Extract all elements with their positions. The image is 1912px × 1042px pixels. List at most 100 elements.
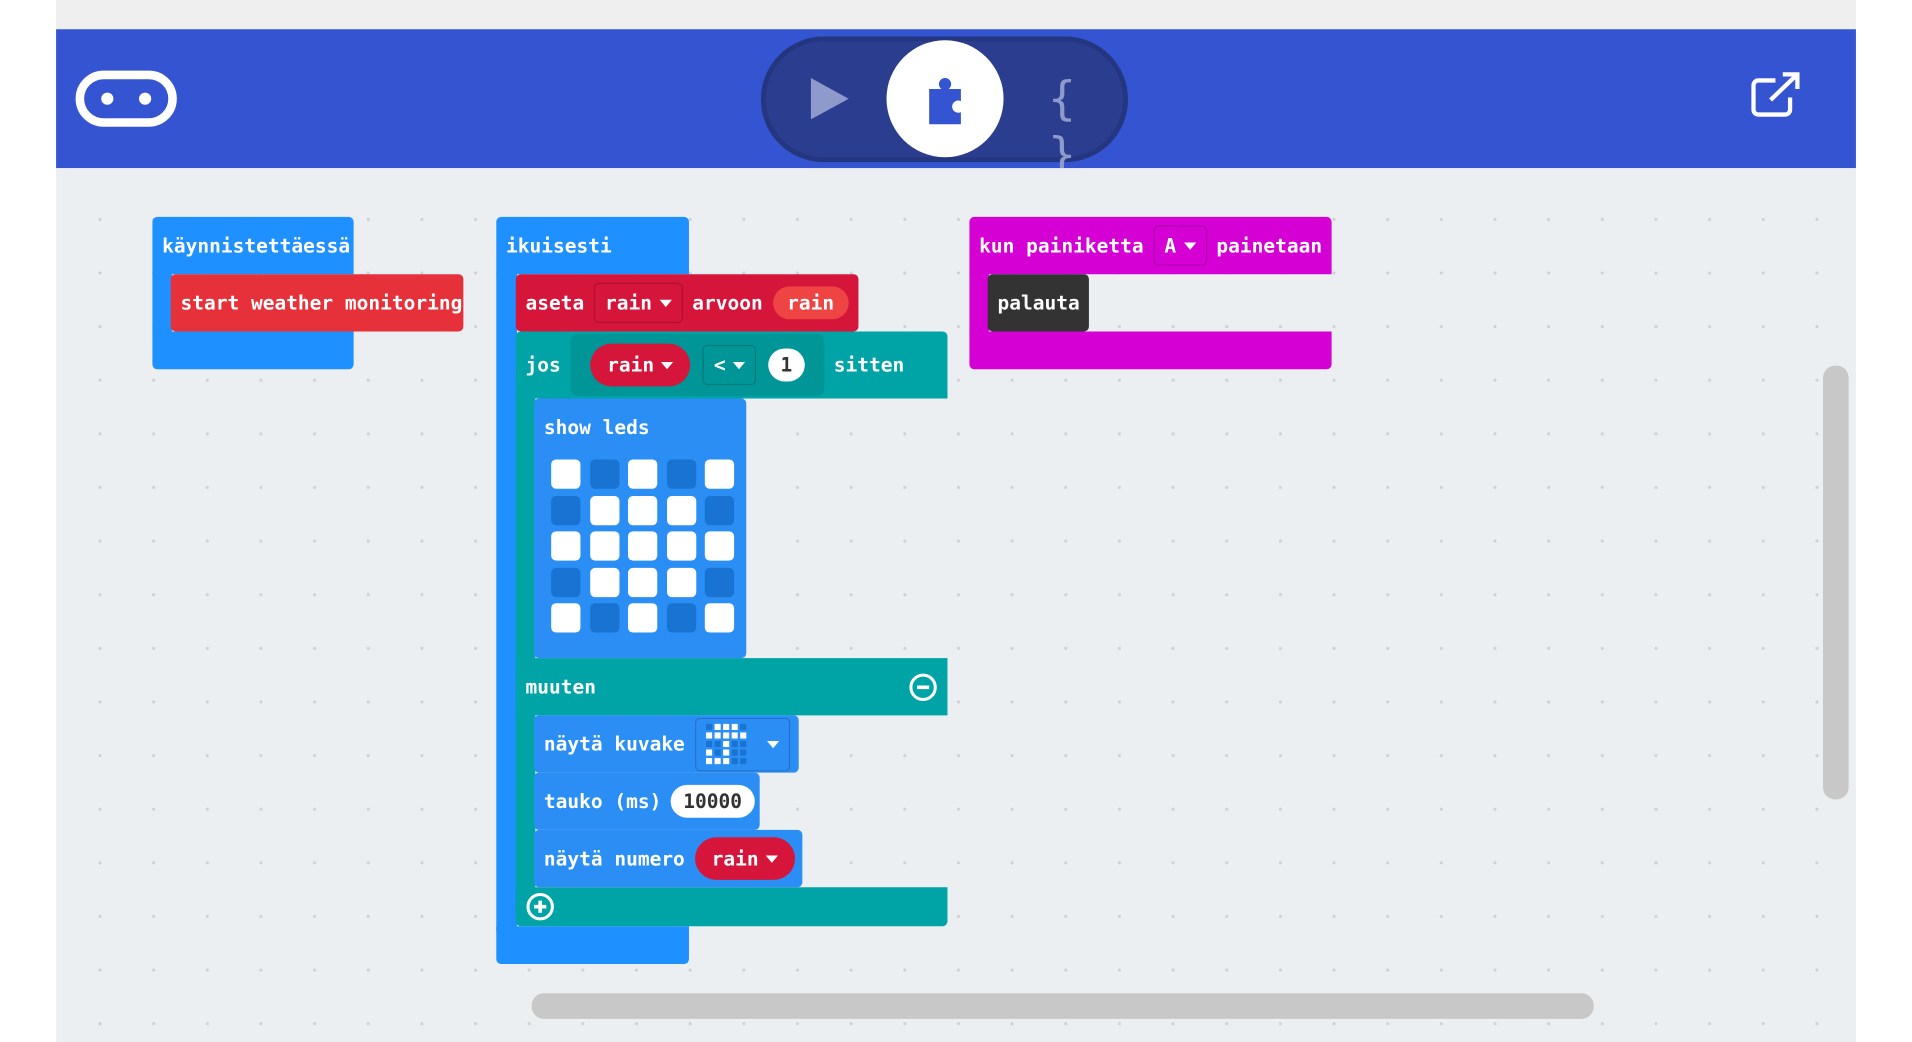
remove-else-minus-icon[interactable]: [908, 672, 937, 701]
led-cell[interactable]: [589, 531, 619, 561]
vertical-scrollbar[interactable]: [1823, 365, 1849, 800]
show-number-block[interactable]: näytä numero rain: [534, 829, 803, 888]
led-cell[interactable]: [704, 459, 735, 489]
led-cell[interactable]: [704, 531, 735, 561]
led-cell[interactable]: [551, 495, 581, 525]
chevron-down-icon: [765, 854, 779, 863]
icon-pixel: [722, 731, 729, 738]
variable-reporter[interactable]: rain: [772, 286, 849, 320]
icon-pixel: [714, 740, 721, 747]
button-dropdown[interactable]: A: [1153, 225, 1207, 266]
variable-dropdown[interactable]: rain: [594, 282, 683, 323]
to-label: arvoon: [692, 291, 763, 315]
else-label: muuten: [525, 675, 597, 699]
led-cell[interactable]: [551, 567, 581, 597]
pause-block[interactable]: tauko (ms) 10000: [534, 772, 760, 830]
icon-pixel: [731, 731, 738, 738]
if-block-arm: [515, 397, 536, 910]
call-palauta-block[interactable]: palauta: [987, 274, 1089, 332]
reporter-label: rain: [711, 846, 759, 871]
icon-pixel: [731, 748, 738, 755]
icon-pixel: [731, 757, 738, 764]
umbrella-icon: [705, 723, 747, 764]
call-start-weather-monitoring-block[interactable]: start weather monitoring: [170, 274, 464, 332]
on-button-pressed-block[interactable]: kun painiketta A painetaan: [969, 216, 1332, 275]
show-leds-block[interactable]: show leds: [534, 398, 747, 659]
on-start-block[interactable]: käynnistettäessä: [152, 216, 354, 275]
icon-pixel: [714, 748, 721, 755]
on-button-block-arm: [969, 272, 989, 334]
play-icon: [810, 77, 849, 120]
led-cell[interactable]: [627, 495, 658, 525]
show-icon-block[interactable]: näytä kuvake: [534, 715, 799, 773]
led-cell[interactable]: [589, 459, 619, 489]
led-cell[interactable]: [704, 603, 735, 633]
on-start-block-arm: [152, 272, 172, 334]
show-icon-label: näytä kuvake: [543, 732, 685, 756]
icon-pixel: [739, 731, 746, 738]
icon-pixel: [722, 740, 729, 747]
led-cell[interactable]: [666, 495, 696, 525]
icon-pixel: [739, 723, 746, 730]
icon-pixel: [714, 757, 721, 764]
chevron-down-icon: [732, 361, 746, 369]
chevron-down-icon: [1183, 241, 1196, 250]
led-cell[interactable]: [551, 459, 581, 489]
forever-label: ikuisesti: [506, 233, 612, 258]
reporter-label: rain: [607, 353, 655, 377]
pause-label: tauko (ms): [543, 789, 662, 813]
led-cell[interactable]: [551, 603, 581, 633]
operator-dropdown[interactable]: <: [702, 344, 757, 386]
rain-variable-reporter[interactable]: rain: [694, 837, 796, 880]
icon-pixel: [714, 731, 721, 738]
share-icon[interactable]: [1751, 71, 1802, 120]
horizontal-scrollbar[interactable]: [531, 993, 1594, 1019]
led-cell[interactable]: [704, 567, 735, 597]
compare-value-input[interactable]: 1: [768, 348, 805, 382]
puzzle-piece-icon: [929, 77, 961, 125]
if-else-block[interactable]: jos rain < 1 sitten: [515, 331, 948, 399]
blocks-editor-button[interactable]: [886, 40, 1004, 158]
led-cell[interactable]: [627, 459, 658, 489]
javascript-editor-button[interactable]: { }: [1048, 71, 1077, 182]
microbit-logo-icon[interactable]: [75, 70, 177, 127]
icon-pixel: [722, 723, 729, 730]
reporter-label: rain: [787, 291, 835, 315]
led-cell[interactable]: [666, 603, 696, 633]
icon-dropdown[interactable]: [694, 717, 790, 771]
led-cell[interactable]: [666, 567, 696, 597]
else-section: muuten: [515, 658, 948, 716]
led-cell[interactable]: [704, 495, 735, 525]
set-label: aseta: [525, 291, 585, 315]
set-variable-block[interactable]: aseta rain arvoon rain: [515, 274, 859, 332]
variable-name: rain: [605, 291, 653, 315]
rain-variable-reporter[interactable]: rain: [590, 343, 691, 387]
simulator-play-button[interactable]: [807, 76, 851, 122]
led-cell[interactable]: [589, 567, 619, 597]
led-cell[interactable]: [666, 531, 696, 561]
icon-pixel: [714, 723, 721, 730]
then-label: sitten: [833, 353, 905, 377]
led-cell[interactable]: [627, 603, 658, 633]
led-cell[interactable]: [589, 603, 619, 633]
forever-block[interactable]: ikuisesti: [496, 216, 689, 275]
add-else-if-plus-icon[interactable]: [526, 892, 555, 921]
led-cell[interactable]: [627, 531, 658, 561]
led-cell[interactable]: [627, 567, 658, 597]
icon-pixel: [731, 740, 738, 747]
led-cell[interactable]: [589, 495, 619, 525]
show-number-label: näytä numero: [543, 846, 685, 871]
chevron-down-icon: [659, 299, 672, 307]
operator-label: <: [713, 353, 726, 377]
icon-pixel: [705, 740, 712, 747]
on-start-block-bottom: [152, 331, 354, 370]
call-label: start weather monitoring: [180, 291, 463, 315]
led-cell[interactable]: [666, 459, 696, 489]
if-block-bottom: [515, 887, 948, 927]
on-start-label: käynnistettäessä: [162, 233, 351, 258]
pause-ms-input[interactable]: 10000: [671, 784, 755, 818]
call-label: palauta: [997, 291, 1080, 315]
on-button-block-bottom: [969, 331, 1332, 370]
led-cell[interactable]: [551, 531, 581, 561]
comparison-block[interactable]: rain < 1: [570, 333, 824, 397]
